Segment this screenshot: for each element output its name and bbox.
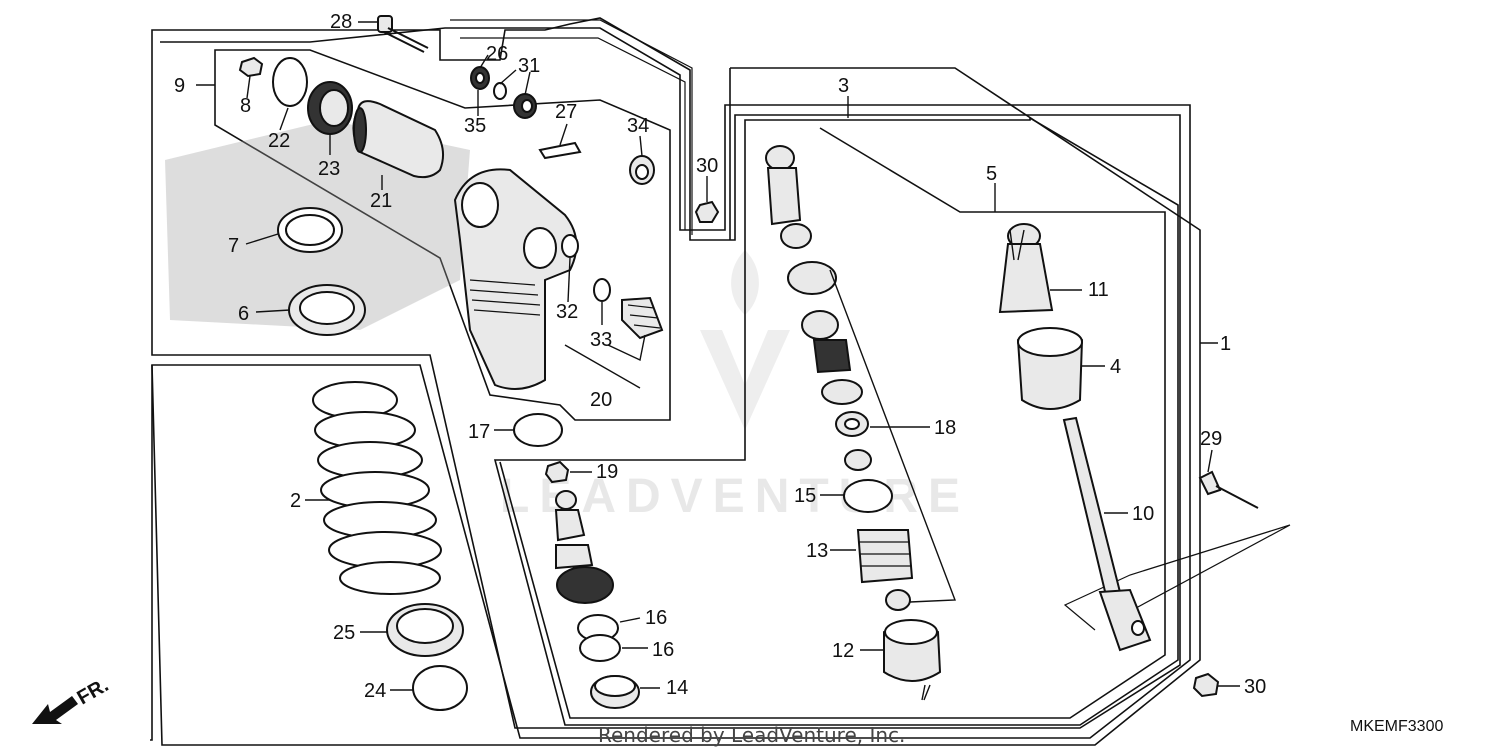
callout-33: 33 xyxy=(590,329,612,351)
callout-numbers: 28 26 31 35 27 34 30 9 8 22 23 21 7 6 32… xyxy=(174,11,1266,702)
callout-16-upper: 16 xyxy=(645,607,667,629)
callout-14: 14 xyxy=(666,677,688,699)
callout-34: 34 xyxy=(627,115,649,137)
callout-12: 12 xyxy=(832,640,854,662)
washer-35-icon xyxy=(470,66,490,90)
callout-1: 1 xyxy=(1220,333,1231,355)
bolt-28-icon xyxy=(377,15,429,53)
callout-2: 2 xyxy=(290,490,301,512)
callout-23: 23 xyxy=(318,158,340,180)
callout-16-lower: 16 xyxy=(652,639,674,661)
nut-19-icon xyxy=(544,460,570,484)
washer-18-icon xyxy=(835,411,869,437)
damper-body-icon xyxy=(453,168,578,390)
frame-top-links xyxy=(450,19,693,235)
callout-35: 35 xyxy=(464,115,486,137)
frame-sub5 xyxy=(499,127,1166,719)
callout-19: 19 xyxy=(596,461,618,483)
bolt-29-icon xyxy=(1198,470,1259,509)
group-frames xyxy=(150,17,1291,746)
callout-32: 32 xyxy=(556,301,578,323)
bladder-21-icon xyxy=(352,100,445,179)
valve-20-icon xyxy=(621,296,664,340)
cap-8-icon xyxy=(238,56,264,78)
callout-4: 4 xyxy=(1110,356,1121,378)
callout-25: 25 xyxy=(333,622,355,644)
stopper-cup-4-icon xyxy=(1016,327,1084,410)
ring-15-icon xyxy=(843,479,893,513)
ring-16b-icon xyxy=(579,634,621,662)
rod-10-icon xyxy=(1062,416,1152,652)
callout-20: 20 xyxy=(590,389,612,411)
callout-8: 8 xyxy=(240,95,251,117)
callout-24: 24 xyxy=(364,680,386,702)
callout-28: 28 xyxy=(330,11,352,33)
label-27-icon xyxy=(538,141,582,160)
o-ring-32-icon xyxy=(561,234,579,258)
credit-text: Rendered by LeadVenture, Inc. xyxy=(598,723,905,747)
callout-5: 5 xyxy=(986,163,997,185)
ring-17-icon xyxy=(513,413,563,447)
collar-14-icon xyxy=(590,675,640,709)
callout-3: 3 xyxy=(838,75,849,97)
callout-26: 26 xyxy=(486,43,508,65)
bump-rubber-middle-icon xyxy=(765,145,863,405)
nut-30-bottom-icon xyxy=(1192,672,1220,698)
callout-29: 29 xyxy=(1200,428,1222,450)
leader-lines xyxy=(196,21,1240,701)
nut-30-top-icon xyxy=(694,200,720,223)
callout-6: 6 xyxy=(238,303,249,325)
callout-30-bottom: 30 xyxy=(1244,676,1266,698)
spring-2-icon xyxy=(312,381,442,595)
callout-30-top: 30 xyxy=(696,155,718,177)
drawing-code: MKEMF3300 xyxy=(1350,718,1443,735)
bump-rubber-left-icon xyxy=(554,490,614,604)
callout-17: 17 xyxy=(468,421,490,443)
nut-31-icon xyxy=(513,93,537,119)
spring-seat-25-icon xyxy=(386,603,464,657)
frame-rod-group xyxy=(151,67,1201,746)
adjuster-nut-6-icon xyxy=(288,284,366,336)
reservoir-cap-23-icon xyxy=(307,81,353,135)
callout-10: 10 xyxy=(1132,503,1154,525)
collar-34-icon xyxy=(629,155,655,185)
callout-9: 9 xyxy=(174,75,185,97)
bump-cup-12-icon xyxy=(883,619,942,682)
bump-tip-icon xyxy=(885,589,911,611)
callout-15: 15 xyxy=(794,485,816,507)
frame-bolt-29 xyxy=(1063,524,1291,631)
ring-22-icon xyxy=(272,57,308,107)
frame-outer-left xyxy=(151,17,1181,729)
callout-11: 11 xyxy=(1088,279,1109,301)
o-ring-33-icon xyxy=(593,278,611,302)
washer-18b-icon xyxy=(844,449,872,471)
callout-31: 31 xyxy=(518,55,540,77)
callout-18: 18 xyxy=(934,417,956,439)
callout-22: 22 xyxy=(268,130,290,152)
callout-21: 21 xyxy=(370,190,392,212)
ring-24-icon xyxy=(412,665,468,711)
o-ring-26-icon xyxy=(493,82,507,100)
frame-damper-group xyxy=(214,49,671,421)
front-direction-arrow-icon: FR. xyxy=(32,674,112,724)
callout-7: 7 xyxy=(228,235,239,257)
frame-outer-main xyxy=(150,27,1191,741)
callout-13: 13 xyxy=(806,540,828,562)
bump-rubber-11-icon xyxy=(998,223,1054,314)
lock-ring-7-icon xyxy=(277,207,343,253)
bump-rubber-13-icon xyxy=(856,529,914,584)
frame-inner-rod xyxy=(493,116,1179,726)
front-direction-label: FR. xyxy=(74,674,113,709)
callout-27: 27 xyxy=(555,101,577,123)
